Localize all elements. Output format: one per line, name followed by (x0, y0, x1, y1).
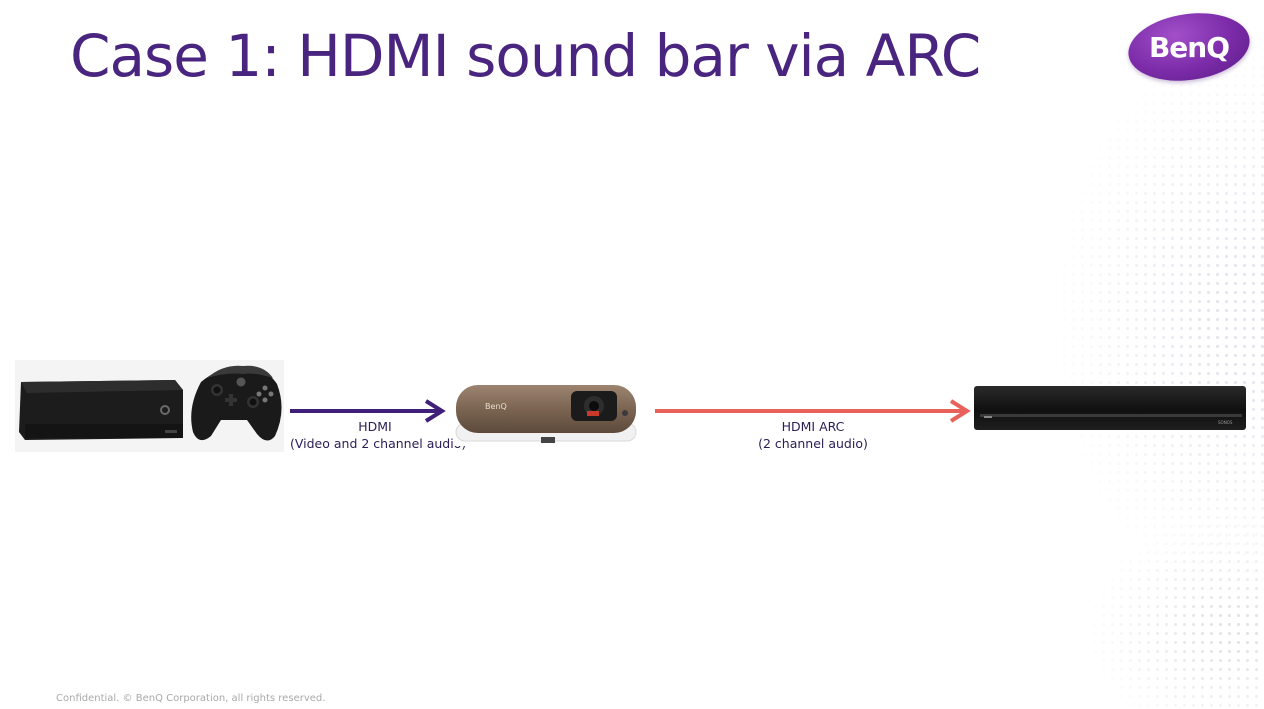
sound-bar-icon: SONOS (974, 386, 1246, 430)
arc-label-line2: (2 channel audio) (758, 436, 868, 451)
game-console-icon (19, 365, 282, 441)
hdmi-arrow (290, 399, 446, 423)
slide-title: Case 1: HDMI sound bar via ARC (70, 22, 981, 90)
halftone-decoration (844, 0, 1264, 709)
hdmi-arc-connection-label: HDMI ARC (2 channel audio) (727, 418, 899, 452)
soundbar-brand: SONOS (1218, 420, 1233, 425)
halftone-decoration-bottom (964, 449, 1264, 709)
arc-label-line1: HDMI ARC (781, 419, 845, 434)
projector-image: BenQ (453, 379, 639, 446)
game-console-image (15, 360, 284, 452)
soundbar-image: SONOS (974, 386, 1246, 430)
projector-brand: BenQ (485, 402, 507, 411)
hdmi-label-line1: HDMI (358, 419, 392, 434)
projector-icon: BenQ (455, 385, 637, 443)
hdmi-connection-label: HDMI (Video and 2 channel audio) (290, 418, 467, 452)
footer-confidential: Confidential. © BenQ Corporation, all ri… (56, 693, 326, 704)
hdmi-arc-arrow (655, 399, 971, 423)
logo-text: BenQ (1148, 30, 1230, 64)
benq-logo: BenQ (1124, 5, 1254, 89)
hdmi-label-line2: (Video and 2 channel audio) (290, 436, 467, 451)
